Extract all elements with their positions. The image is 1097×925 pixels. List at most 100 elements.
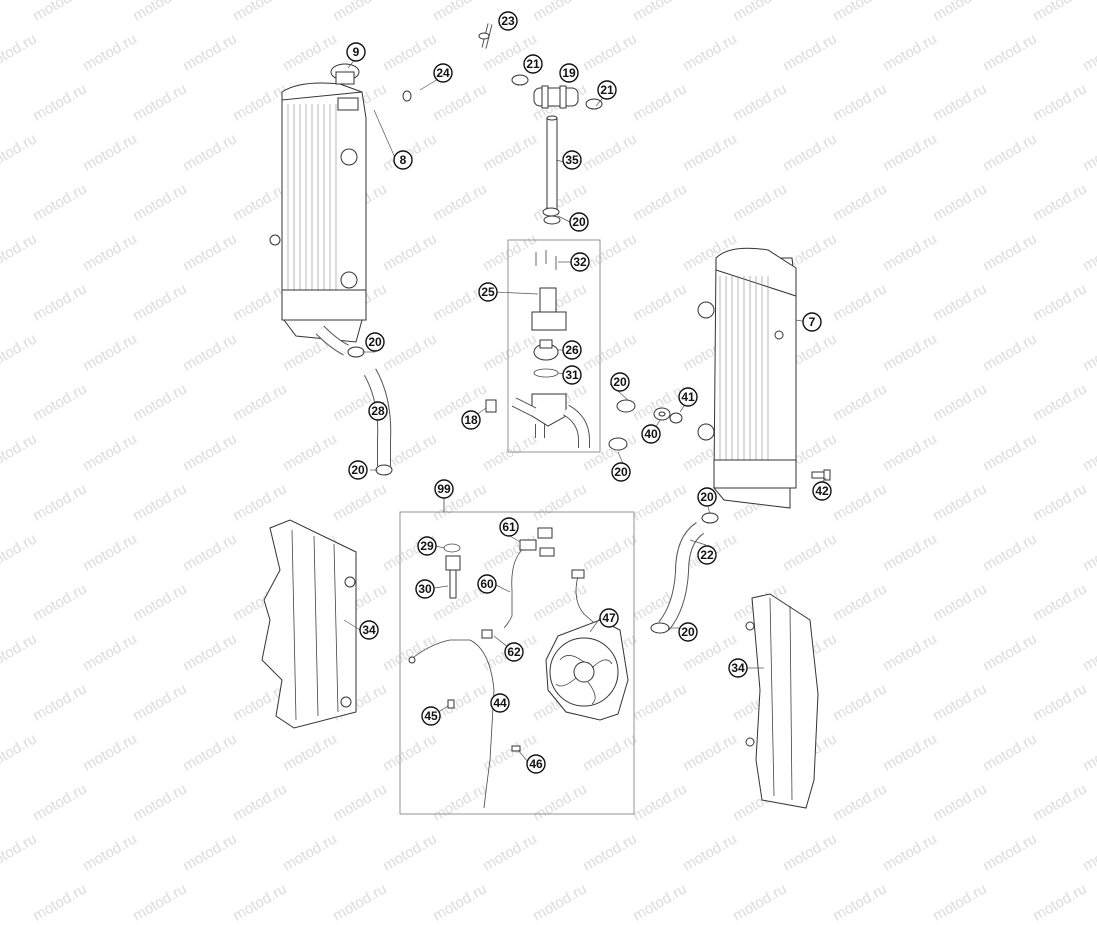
watermark-text: motod.ru <box>480 830 540 875</box>
watermark-text: motod.ru <box>1030 880 1090 925</box>
callout-99: 99 <box>434 479 454 499</box>
watermark-text: motod.ru <box>580 830 640 875</box>
svg-text:20: 20 <box>613 375 627 389</box>
callout-24: 24 <box>433 63 453 83</box>
screw-45 <box>447 699 455 709</box>
callout-20d: 20 <box>365 332 385 352</box>
hose-22 <box>658 522 705 631</box>
radiator-guard-left <box>261 519 357 729</box>
thermostat-group-frame <box>507 239 601 453</box>
callout-61: 61 <box>499 517 519 537</box>
svg-text:20: 20 <box>351 463 365 477</box>
connector-19 <box>511 74 603 110</box>
svg-text:23: 23 <box>501 14 515 28</box>
callout-20a: 20 <box>569 212 589 232</box>
watermark-text: motod.ru <box>930 880 990 925</box>
callout-26: 26 <box>562 340 582 360</box>
svg-text:19: 19 <box>562 66 576 80</box>
watermark-text: motod.ru <box>980 830 1040 875</box>
svg-text:18: 18 <box>464 413 478 427</box>
temperature-switch-29-30 <box>443 543 461 599</box>
callout-20b: 20 <box>610 372 630 392</box>
callout-60: 60 <box>477 574 497 594</box>
radiator-guard-right <box>745 593 819 809</box>
callout-32: 32 <box>570 252 590 272</box>
watermark-text: motod.ru <box>1080 830 1097 875</box>
callout-20c: 20 <box>611 462 631 482</box>
svg-text:60: 60 <box>480 577 494 591</box>
callout-34-left: 34 <box>359 620 379 640</box>
hose-24 <box>404 43 488 100</box>
screw-46 <box>511 745 521 752</box>
watermark-text: motod.ru <box>130 880 190 925</box>
svg-text:22: 22 <box>700 548 714 562</box>
callout-22: 22 <box>697 545 717 565</box>
callout-28: 28 <box>368 401 388 421</box>
svg-text:20: 20 <box>614 465 628 479</box>
bolt-42 <box>811 469 831 481</box>
watermark-text: motod.ru <box>380 830 440 875</box>
svg-text:20: 20 <box>572 215 586 229</box>
svg-text:34: 34 <box>731 661 745 675</box>
watermark-text: motod.ru <box>80 830 140 875</box>
svg-text:34: 34 <box>362 623 376 637</box>
svg-text:24: 24 <box>436 66 450 80</box>
radiator-cap <box>330 63 360 85</box>
callout-29: 29 <box>417 536 437 556</box>
callout-45: 45 <box>421 706 441 726</box>
callout-46: 46 <box>526 754 546 774</box>
watermark-text: motod.ru <box>180 830 240 875</box>
thermostat-base <box>511 393 590 448</box>
callout-21b: 21 <box>597 80 617 100</box>
svg-text:8: 8 <box>400 153 407 167</box>
thermostat-26 <box>533 339 559 361</box>
svg-text:40: 40 <box>644 427 658 441</box>
radiator-left <box>269 82 367 343</box>
hose-left-lower <box>315 325 349 356</box>
watermark-text: motod.ru <box>280 830 340 875</box>
watermark-text: motod.ru <box>230 880 290 925</box>
svg-text:21: 21 <box>526 57 540 71</box>
svg-text:30: 30 <box>418 582 432 596</box>
callout-30: 30 <box>415 579 435 599</box>
callout-9: 9 <box>346 42 366 62</box>
spacers-40-41 <box>653 407 683 424</box>
svg-text:32: 32 <box>573 255 587 269</box>
cooling-system-exploded-diagram: 9 8 24 23 21 19 21 35 20 32 25 7 26 31 2… <box>261 11 832 815</box>
watermark-text: motod.ru <box>530 880 590 925</box>
watermark-text: motod.ru <box>30 880 90 925</box>
plug-18 <box>485 399 497 413</box>
svg-text:9: 9 <box>353 45 360 59</box>
watermark-text: motod.ru <box>330 880 390 925</box>
callout-41: 41 <box>678 387 698 407</box>
hose-clamps <box>347 32 719 634</box>
svg-text:46: 46 <box>529 757 543 771</box>
callout-18: 18 <box>461 410 481 430</box>
callout-40: 40 <box>641 424 661 444</box>
callout-19: 19 <box>559 63 579 83</box>
screws-32 <box>535 250 557 270</box>
callout-25: 25 <box>478 282 498 302</box>
watermark-text: motod.ru <box>730 880 790 925</box>
radiator-right <box>697 247 797 509</box>
svg-text:31: 31 <box>565 368 579 382</box>
svg-text:26: 26 <box>565 343 579 357</box>
svg-text:29: 29 <box>420 539 434 553</box>
svg-text:47: 47 <box>602 611 616 625</box>
o-ring-31 <box>533 368 559 378</box>
watermark-text: motod.ru <box>0 830 40 875</box>
watermark-text: motod.ru <box>830 880 890 925</box>
svg-text:25: 25 <box>481 285 495 299</box>
svg-text:99: 99 <box>437 482 451 496</box>
svg-text:35: 35 <box>565 153 579 167</box>
callout-23: 23 <box>498 11 518 31</box>
callout-21a: 21 <box>523 54 543 74</box>
callout-7: 7 <box>802 312 822 332</box>
watermark-text: motod.ru <box>430 880 490 925</box>
svg-text:28: 28 <box>371 404 385 418</box>
callout-20g: 20 <box>678 622 698 642</box>
callout-47: 47 <box>599 608 619 628</box>
wiring-harness-60-61 <box>503 527 601 629</box>
svg-text:20: 20 <box>681 625 695 639</box>
watermark-text: motod.ru <box>780 830 840 875</box>
